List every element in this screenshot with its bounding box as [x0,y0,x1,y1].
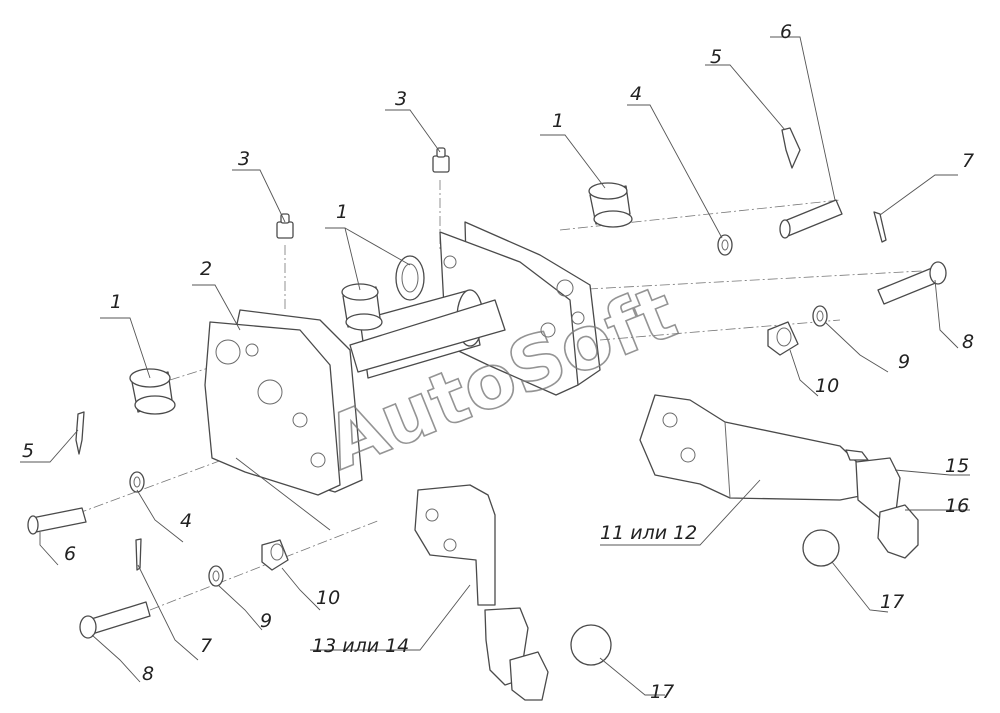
callout-7-right: 7 [962,150,974,172]
pin-part-6-left [27,507,87,535]
cotter-pin-part-7-right [873,211,887,243]
washer-part-4-right [717,234,733,256]
callout-6-right: 6 [780,21,792,43]
callout-labels: 1 1 1 2 3 3 4 4 5 5 6 6 7 7 8 8 9 9 10 1… [22,21,974,703]
bushing-part-1-left [129,368,176,415]
callout-8-left: 8 [142,663,154,685]
bushing-part-1-right [588,182,633,228]
callout-4-right: 4 [630,83,642,105]
callout-3-right: 3 [395,88,407,110]
bushing-part-1-middle [341,255,425,331]
callout-4-left: 4 [180,510,192,532]
callout-15: 15 [945,455,969,477]
cotter-pin-part-5-right [781,127,801,169]
callout-10-left: 10 [316,587,340,609]
hook-lower [484,607,549,701]
grease-fitting-part-3-right [432,147,450,173]
callout-3-left: 3 [238,148,250,170]
washer-part-9-right [812,305,828,327]
cotter-pin-part-7-left [135,538,142,571]
hook-arm-part-13-14 [414,484,496,606]
ball-part-17-left [570,624,612,666]
callout-1-middle: 1 [336,201,348,223]
callout-11-or-12: 11 или 12 [600,522,697,544]
callout-8-right: 8 [962,331,974,353]
callout-13-or-14: 13 или 14 [312,635,409,657]
pin-part-6-right [779,199,843,239]
ball-part-17-right [802,529,840,567]
hook-part-15-16 [845,449,919,559]
callout-2: 2 [200,258,212,280]
callout-5-left: 5 [22,440,34,462]
callout-17-right: 17 [880,591,904,613]
cotter-pin-part-5-left [75,411,85,455]
castle-nut-part-10-right [767,321,799,356]
callout-9-left: 9 [260,610,272,632]
callout-1-left: 1 [110,291,122,313]
callout-16: 16 [945,495,969,517]
callout-7-left: 7 [200,635,212,657]
callout-1-right: 1 [552,110,564,132]
leader-lines [20,36,970,696]
callout-6-left: 6 [64,543,76,565]
pin-part-8-right [877,261,947,305]
callout-10-right: 10 [815,375,839,397]
washer-part-9-left [208,565,224,587]
pin-part-8-left [79,601,151,639]
frame-part-2 [204,221,601,496]
grease-fitting-part-3-left [276,213,294,239]
hook-arm-part-11-12 [639,394,866,501]
castle-nut-part-10-left [261,539,289,571]
callout-9-right: 9 [898,351,910,373]
callout-5-right: 5 [710,46,722,68]
callout-17-left: 17 [650,681,674,703]
washer-part-4-left [129,471,145,493]
